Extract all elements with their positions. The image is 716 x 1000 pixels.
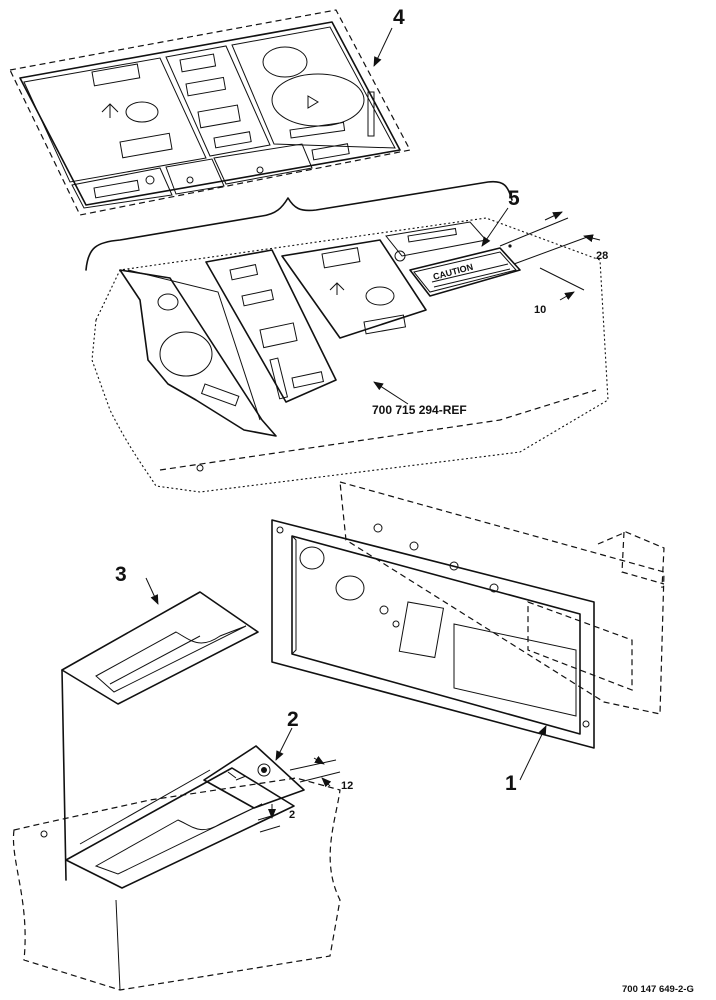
panel-item-1	[271, 481, 665, 749]
leader-item-3	[145, 577, 159, 605]
dimension-28: 28	[596, 250, 608, 262]
leader-item-4	[373, 27, 393, 67]
leader-ref	[373, 381, 409, 405]
console-lower-assembly	[12, 591, 341, 991]
callout-item-3: 3	[115, 563, 127, 586]
leader-item-5	[481, 207, 509, 247]
leader-item-2	[275, 727, 293, 761]
decal-sheet-item-4	[9, 9, 411, 216]
dimension-10: 10	[534, 304, 546, 316]
callout-item-1: 1	[505, 772, 517, 795]
callout-item-2: 2	[287, 708, 299, 731]
leader-item-1	[519, 725, 547, 781]
grouping-brace	[85, 180, 513, 271]
figure-id: 700 147 649-2-G	[622, 984, 694, 995]
callout-item-4: 4	[393, 6, 405, 29]
callout-item-5: 5	[508, 187, 520, 210]
dimension-lines-28-10	[499, 211, 601, 301]
dimension-2: 2	[289, 809, 295, 821]
dimension-12: 12	[341, 780, 353, 792]
reference-label: 700 715 294-REF	[372, 403, 467, 417]
dimension-lines-12-2	[257, 755, 341, 833]
console-upper-assembly	[91, 217, 609, 493]
